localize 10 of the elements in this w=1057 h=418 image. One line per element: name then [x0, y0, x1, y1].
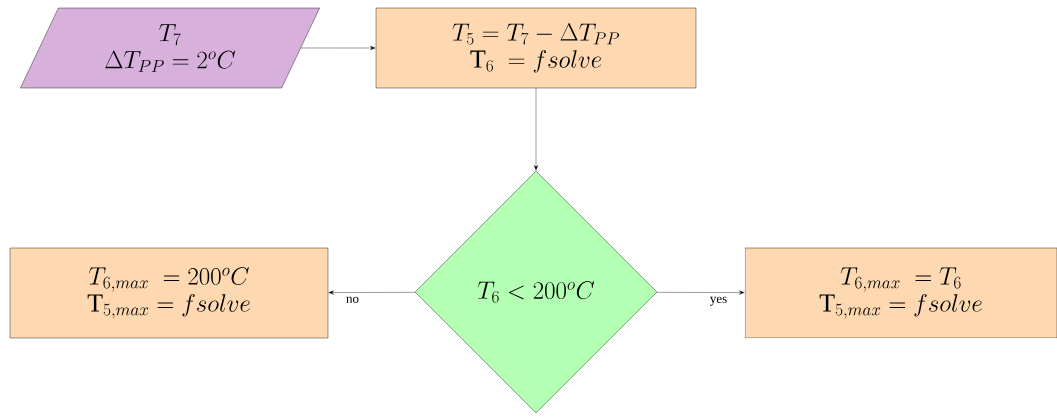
process-box: $T_5 = T_7 - \Delta T_{PP}$ $\mathrm{T}_6\ = fsolve$: [375, 7, 697, 89]
input-parallelogram: $T_7$ $\Delta T_{PP} = 2^oC$: [20, 7, 320, 89]
process-box: $T_{6,max}\ = 200^oC$ $\mathrm{T}_{5,max} = fsolve$: [9, 247, 329, 339]
process-box: $T_{6,max}\ = T_6$ $\mathrm{T}_{5,max} = fsolve$: [744, 247, 1057, 339]
arrow: [656, 290, 745, 295]
edge-label: no: [345, 295, 360, 304]
edge-label: yes: [708, 295, 729, 307]
arrow: [534, 88, 538, 171]
arrow: [328, 290, 416, 295]
arrow: [300, 46, 376, 50]
